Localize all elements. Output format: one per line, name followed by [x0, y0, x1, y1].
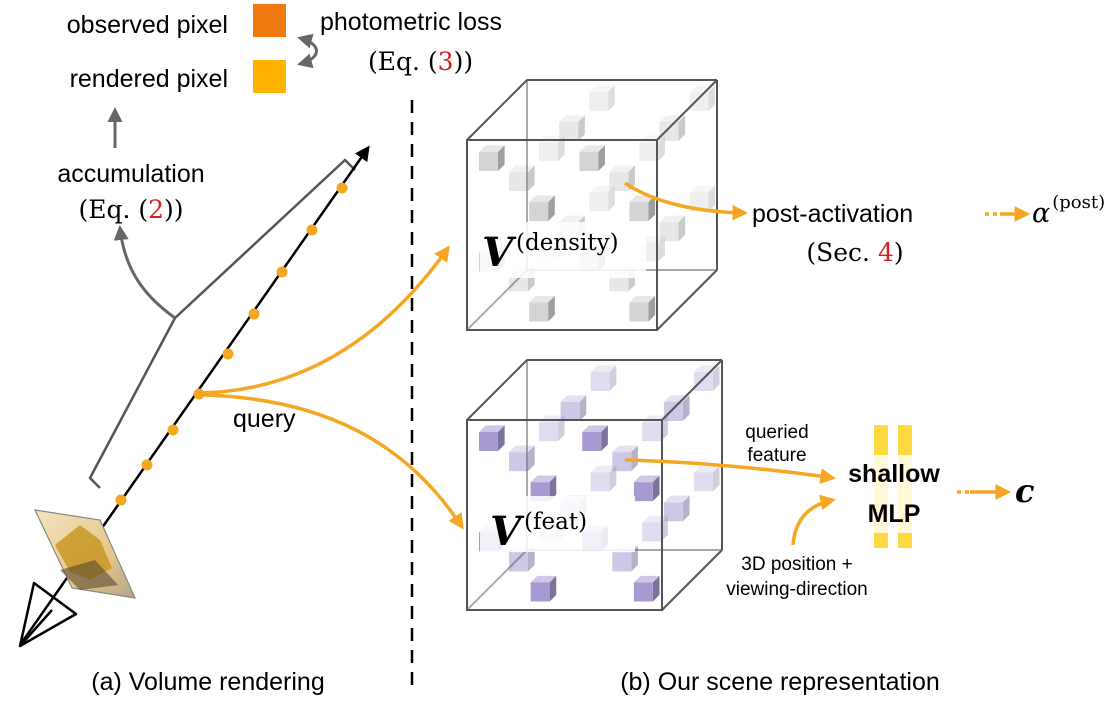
shallow-mlp: shallow MLP	[842, 425, 948, 548]
voxel-cube	[663, 495, 690, 522]
voxel-cube	[659, 115, 686, 141]
brace-to-accumulation-arrow	[113, 225, 176, 320]
sample-point	[193, 388, 205, 400]
voxel-cube	[589, 85, 615, 111]
queried-feature-label-line2: feature	[747, 445, 806, 466]
query-label: query	[233, 405, 296, 433]
sample-point	[222, 348, 234, 360]
voxel-cube	[689, 185, 716, 212]
photometric-loss-arrow	[297, 33, 318, 69]
density-grid-label: V(density)	[482, 229, 619, 276]
voxel-cube	[509, 165, 535, 192]
voxel-cube	[589, 185, 615, 212]
position-direction-label-line2: viewing-direction	[726, 579, 868, 600]
panel-volume-rendering: accumulation (Eq. (2))	[18, 107, 464, 696]
voxel-cube	[529, 295, 555, 322]
voxel-cube	[663, 395, 690, 421]
query-arrow-density	[201, 245, 450, 395]
accumulation-label: accumulation	[57, 160, 204, 188]
caption-volume-rendering: (a) Volume rendering	[91, 668, 324, 696]
position-direction-label-line1: 3D position +	[741, 554, 852, 575]
voxel-cube	[579, 145, 605, 171]
observed-pixel-swatch	[253, 4, 286, 37]
voxel-cube	[633, 475, 660, 502]
feat-grid-label: V(feat)	[490, 508, 587, 555]
caption-scene-representation: (b) Our scene representation	[620, 668, 940, 696]
post-activation-label: post-activation	[752, 200, 913, 228]
voxel-cube	[479, 425, 505, 451]
sample-point	[306, 224, 318, 236]
sec4-reference: (Sec. 4)	[806, 238, 903, 267]
voxel-cube	[530, 575, 557, 602]
legend: observed pixel rendered pixel photometri…	[67, 4, 502, 93]
position-direction-to-mlp-arrow	[791, 494, 837, 546]
voxel-cube	[693, 365, 720, 391]
image-plane	[33, 509, 137, 599]
voxel-cube	[693, 465, 720, 492]
feature-voxel-grid: V(feat)	[466, 359, 723, 611]
panel-scene-representation: V(density) V(feat) post-activation (Sec.…	[466, 79, 1105, 696]
voxel-cube	[509, 445, 535, 472]
voxel-cube	[539, 135, 565, 162]
voxel-cube	[559, 115, 585, 141]
sample-point	[141, 459, 153, 471]
voxel-cube	[612, 445, 638, 472]
voxel-cube	[539, 415, 565, 442]
voxel-cube	[629, 295, 656, 322]
voxel-cube	[590, 465, 617, 492]
mlp-label-line2: MLP	[868, 500, 921, 528]
sample-point	[336, 182, 348, 194]
sample-points	[115, 182, 348, 506]
voxel-cube	[529, 195, 555, 222]
alpha-post-output: α(post)	[1032, 192, 1105, 229]
voxel-cube	[479, 145, 505, 171]
voxel-cube	[629, 195, 656, 222]
voxel-cube	[560, 395, 587, 421]
sample-point	[167, 424, 179, 436]
voxel-cube	[582, 425, 608, 451]
eq2-reference: (Eq. (2))	[78, 195, 183, 224]
feature-to-mlp-arrow	[624, 458, 837, 484]
query-arrow-feat	[201, 393, 464, 530]
voxel-cube	[633, 575, 660, 602]
density-to-post-activation-arrow	[624, 181, 749, 221]
eq3-reference: (Eq. (3))	[368, 47, 473, 76]
density-voxel-grid: V(density)	[466, 79, 718, 331]
sample-point	[248, 308, 260, 320]
color-output: c	[1015, 472, 1034, 510]
sample-point	[276, 266, 288, 278]
rendered-pixel-label: rendered pixel	[70, 65, 228, 93]
photometric-loss-label: photometric loss	[320, 8, 502, 36]
queried-feature-label-line1: queried	[745, 422, 808, 443]
observed-pixel-label: observed pixel	[67, 11, 228, 39]
camera-frustum	[18, 581, 78, 648]
voxel-cube	[659, 215, 686, 242]
voxel-cube	[689, 85, 716, 111]
mlp-label-line1: shallow	[848, 460, 940, 488]
sample-point	[115, 494, 127, 506]
voxel-cube	[590, 365, 617, 391]
voxel-cube	[609, 165, 635, 192]
rendered-pixel-swatch	[253, 60, 286, 93]
